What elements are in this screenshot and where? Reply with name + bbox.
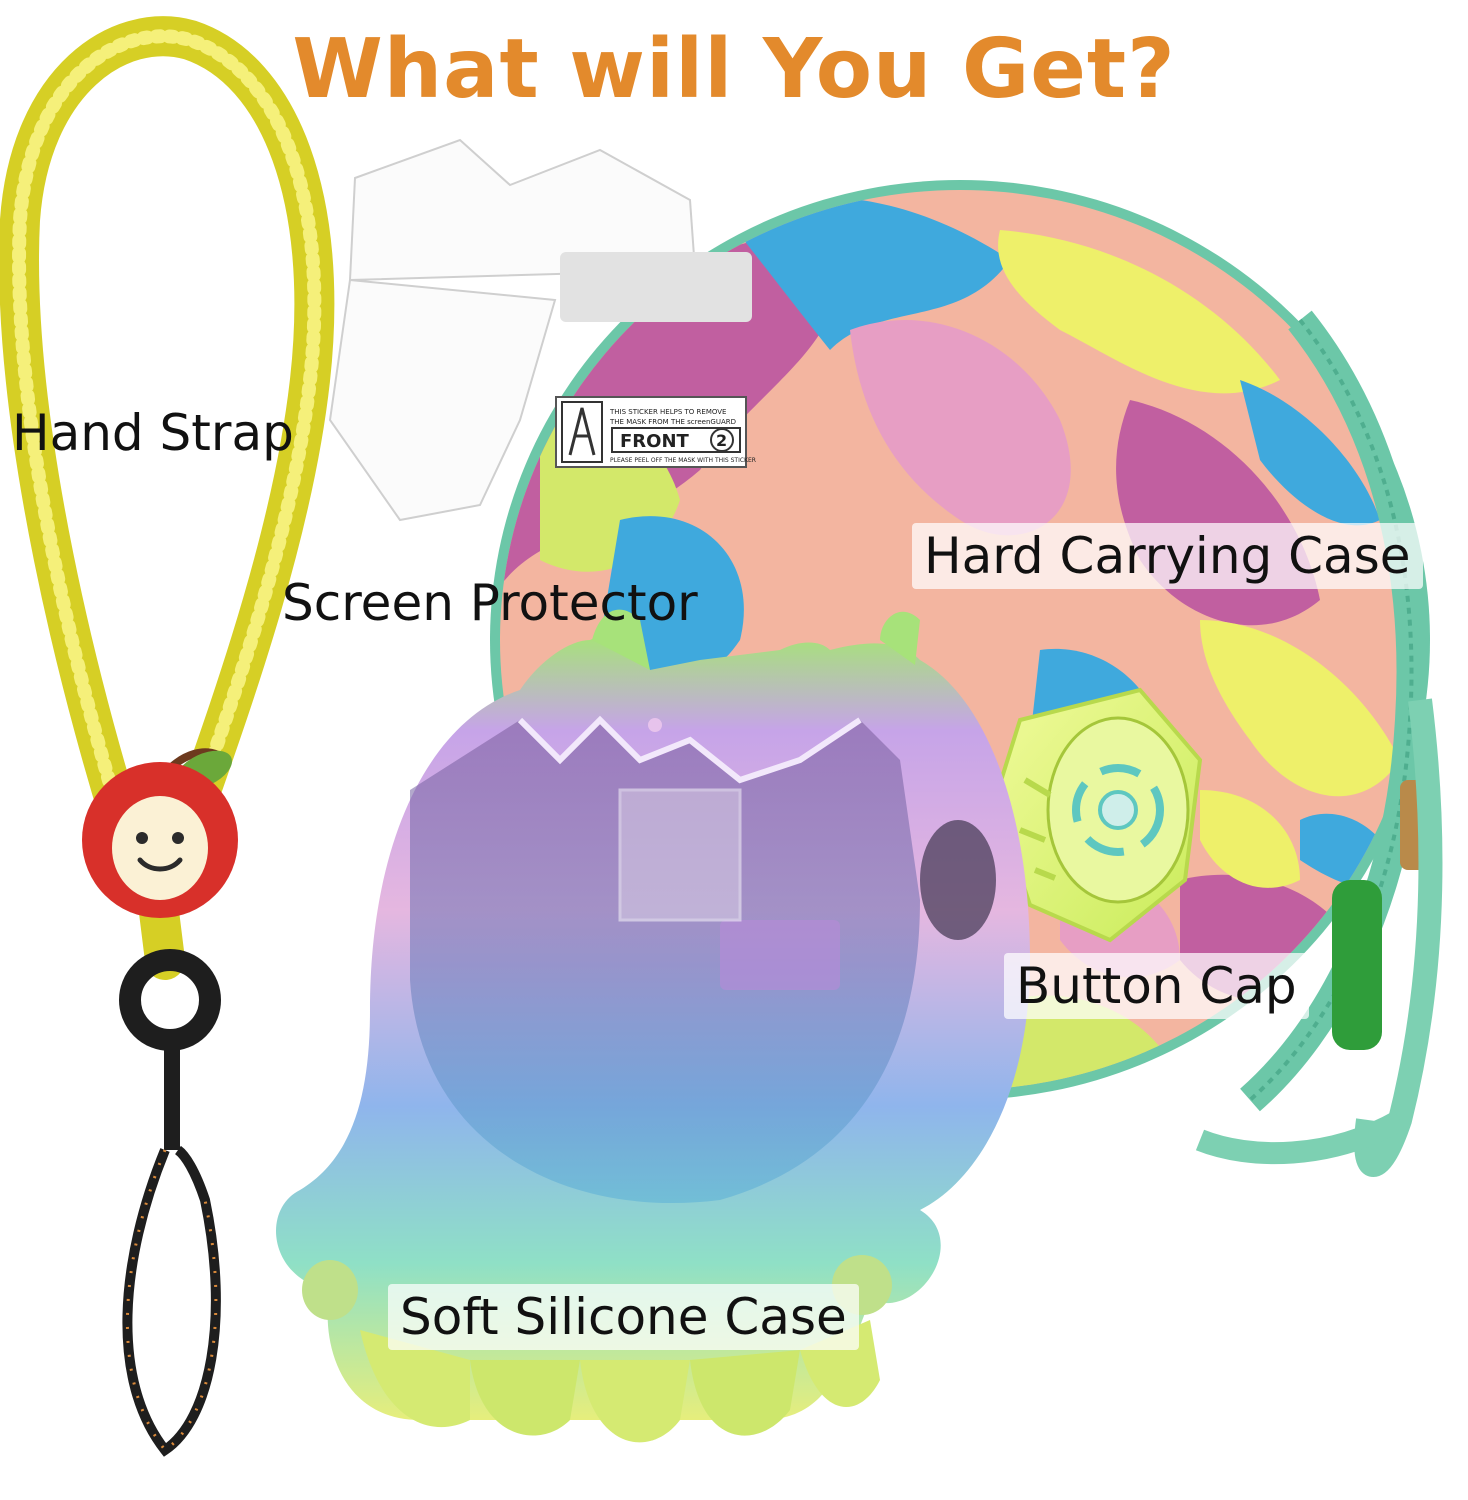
screen-protector bbox=[328, 138, 752, 522]
label-hand-strap: Hand Strap bbox=[12, 404, 294, 462]
label-screen-protector: Screen Protector bbox=[282, 574, 698, 632]
front-sticker: THIS STICKER HELPS TO REMOVE THE MASK FR… bbox=[555, 396, 756, 468]
sticker-line2: THE MASK FROM THE screenGUARD bbox=[609, 418, 736, 426]
sticker-line1: THIS STICKER HELPS TO REMOVE bbox=[609, 408, 726, 416]
sticker-front-text: FRONT bbox=[620, 431, 690, 452]
page-title: What will You Get? bbox=[292, 22, 1176, 117]
label-hard-carrying-case: Hard Carrying Case bbox=[912, 523, 1423, 589]
sticker-number: 2 bbox=[716, 431, 727, 450]
protector-tab bbox=[560, 252, 752, 322]
hand-strap bbox=[0, 16, 335, 1457]
label-button-cap: Button Cap bbox=[1004, 953, 1309, 1019]
apple-charm-icon bbox=[82, 748, 238, 918]
sticker-number-circle bbox=[710, 428, 734, 452]
label-soft-silicone-case: Soft Silicone Case bbox=[388, 1284, 859, 1350]
sticker-line3: PLEASE PEEL OFF THE MASK WITH THIS STICK… bbox=[610, 457, 756, 464]
soft-silicone-case bbox=[276, 609, 1030, 1443]
button-cap bbox=[992, 687, 1203, 943]
